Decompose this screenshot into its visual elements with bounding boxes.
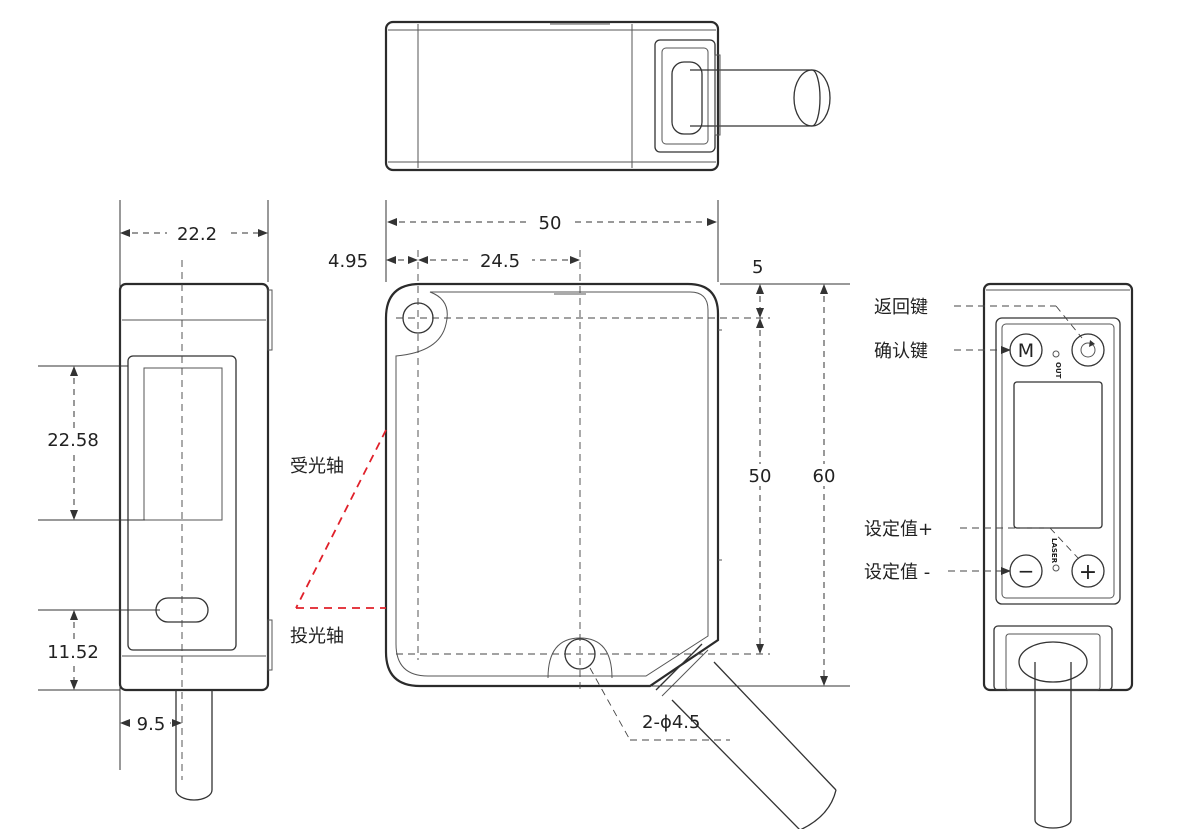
laser-indicator-label: LASER	[1050, 538, 1058, 564]
plus-button-glyph: +	[1079, 560, 1097, 585]
dim-width-22-2: 22.2	[177, 224, 217, 245]
dim-height-11-52: 11.52	[47, 642, 99, 663]
dim-offset-4-95: 4.95	[328, 251, 368, 272]
dim-offset-24-5: 24.5	[480, 251, 520, 272]
m-button[interactable]: M	[1009, 333, 1043, 367]
dim-height-60: 60	[813, 466, 836, 487]
plus-button[interactable]: +	[1071, 554, 1105, 588]
dim-width-50: 50	[539, 213, 562, 234]
side-view	[38, 200, 273, 801]
dim-height-22-58: 22.58	[47, 430, 99, 451]
out-indicator-icon	[1052, 350, 1060, 358]
out-indicator-label: OUT	[1054, 362, 1062, 379]
m-button-glyph: M	[1018, 340, 1034, 362]
confirm-key-label: 确认键	[874, 341, 928, 362]
receive-axis-label: 受光轴	[290, 456, 344, 477]
front-view	[295, 200, 850, 831]
top-view	[384, 20, 831, 172]
minus-button-glyph: −	[1018, 559, 1035, 583]
emit-axis-label: 投光轴	[290, 626, 344, 647]
return-button[interactable]	[1071, 333, 1105, 367]
setvalue-plus-label: 设定值+	[864, 519, 933, 540]
dim-holes: 2-ϕ4.5	[642, 712, 700, 733]
dim-offset-9-5: 9.5	[137, 714, 166, 735]
minus-button[interactable]: −	[1009, 554, 1043, 588]
dim-height-50: 50	[749, 466, 772, 487]
return-key-label: 返回键	[874, 297, 928, 318]
return-arrow-icon	[1089, 340, 1095, 347]
back-view	[948, 282, 1134, 829]
dim-offset-5: 5	[752, 257, 763, 278]
laser-indicator-icon	[1052, 564, 1060, 572]
setvalue-minus-label: 设定值 -	[864, 562, 930, 583]
